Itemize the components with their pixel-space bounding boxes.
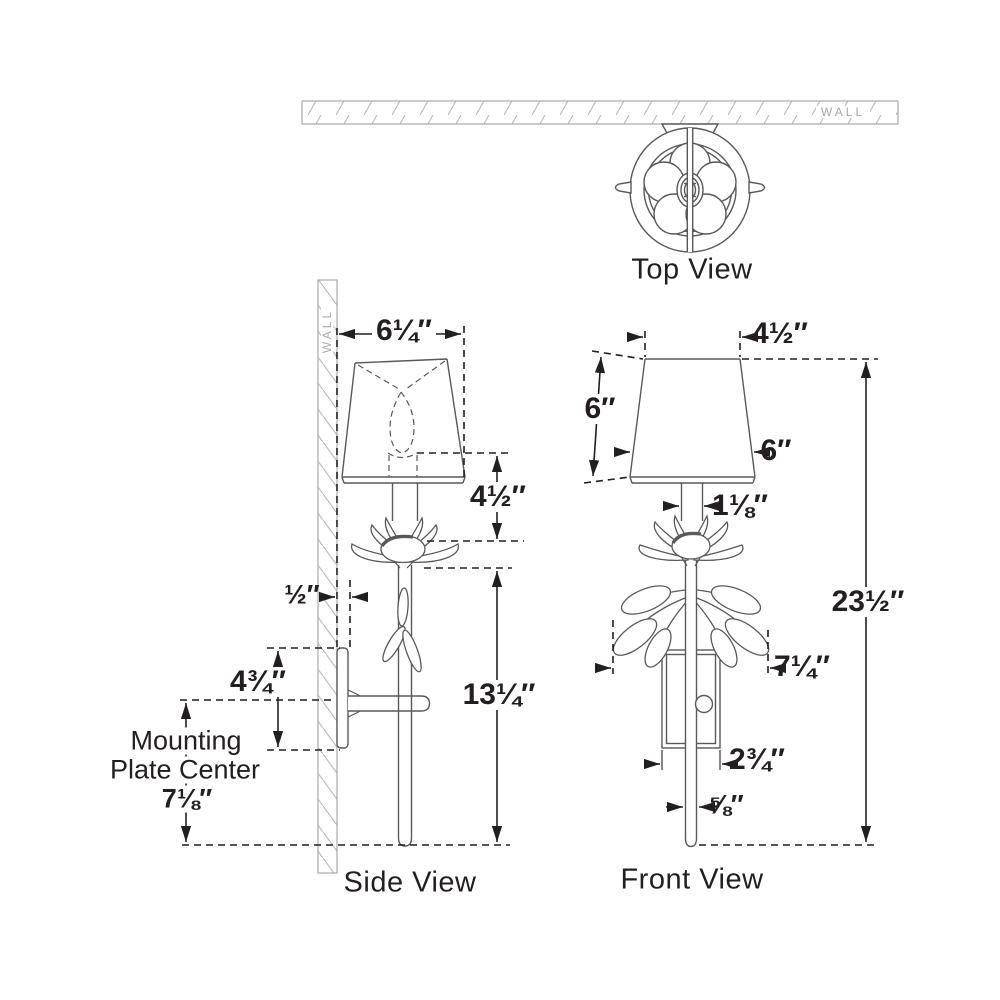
top-right-tab <box>748 181 766 194</box>
dim-shade-depth: 6¼″ <box>371 316 437 346</box>
top-wall-section <box>301 100 899 125</box>
front-view-label: Front View <box>620 863 764 896</box>
side-stem <box>397 565 413 847</box>
side-backplate <box>336 647 349 749</box>
dim-plate-height: 4¾″ <box>225 667 291 697</box>
front-leaves <box>612 585 770 668</box>
dim-mounting-center: 7⅛″ <box>157 785 217 813</box>
side-shade <box>341 358 466 484</box>
mounting-note-line1: Mounting <box>126 727 246 755</box>
side-arm <box>348 695 431 712</box>
dim-shade-top-width: 4½″ <box>751 317 809 350</box>
dim-flower-to-bottom: 13¼″ <box>458 680 540 710</box>
side-flower <box>351 516 459 569</box>
side-view-label: Side View <box>343 866 477 899</box>
dim-backplate-width: 2¾″ <box>728 743 786 776</box>
side-buds <box>382 587 422 673</box>
top-wall-label: WALL <box>815 106 871 118</box>
dim-stem-width: ⅝″ <box>708 789 744 820</box>
dim-overall-height: 23½″ <box>827 587 909 617</box>
top-stem-mask <box>687 128 693 252</box>
front-view-drawing <box>612 358 770 848</box>
mounting-note-line2: Plate Center <box>105 756 265 784</box>
front-shade <box>629 358 756 484</box>
top-view-drawing <box>301 100 899 253</box>
front-screw-hole <box>694 694 714 714</box>
dim-leaf-span: 7¼″ <box>773 650 831 683</box>
dim-candle-width: 1⅛″ <box>711 489 769 522</box>
side-view-drawing <box>317 279 466 874</box>
dim-shade-height: 6″ <box>580 394 620 424</box>
dim-shade-to-flower: 4½″ <box>465 482 531 512</box>
front-flower <box>638 514 744 567</box>
dim-wall-offset: ½″ <box>284 579 320 610</box>
side-wall-section <box>317 279 338 874</box>
top-left-tab <box>614 181 632 194</box>
dim-shade-bottom-width: 6″ <box>760 434 792 467</box>
front-stem <box>684 560 698 848</box>
side-wall-label: WALL <box>320 303 334 359</box>
top-view-label: Top View <box>631 253 753 286</box>
